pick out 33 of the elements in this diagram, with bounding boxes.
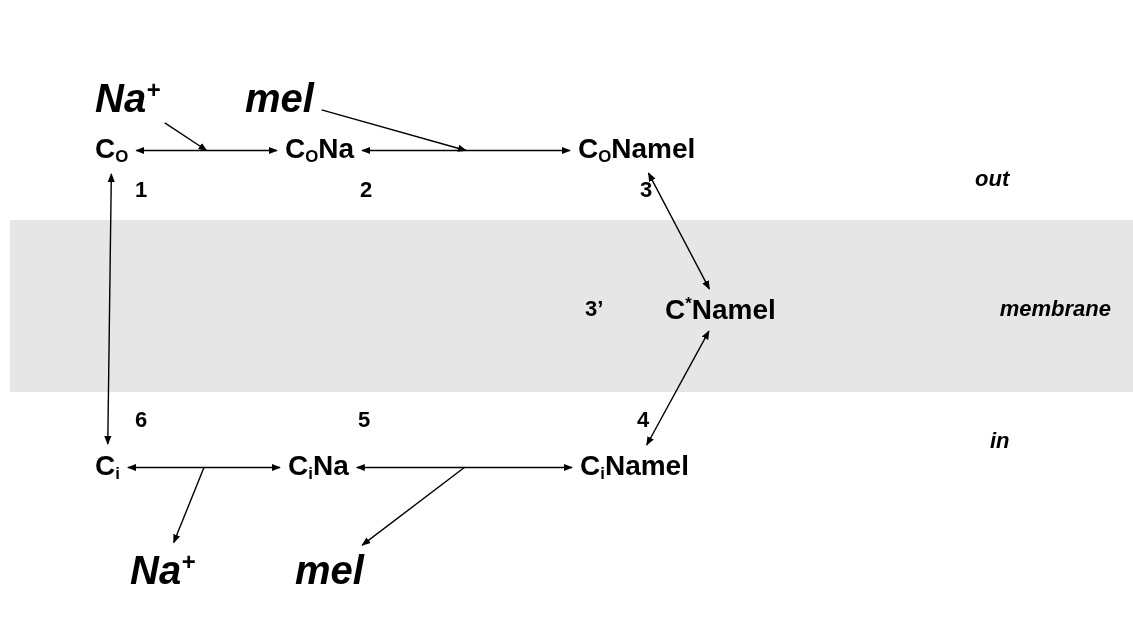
state-number: 6 bbox=[135, 409, 148, 431]
ion-label: Na$^{+}$ bbox=[130, 550, 196, 591]
double-arrow bbox=[135, 146, 278, 155]
double-arrow bbox=[646, 330, 710, 446]
region-label: in bbox=[990, 430, 1010, 452]
region-label: membrane bbox=[999, 298, 1111, 320]
state-label: C$_{O}$ bbox=[95, 135, 129, 166]
state-label: C$_{O}$Na bbox=[285, 135, 355, 166]
double-arrow bbox=[647, 172, 711, 290]
state-number: 5 bbox=[358, 409, 371, 431]
leader-arrow bbox=[173, 466, 205, 544]
state-label: C$_{i}$Namel bbox=[580, 452, 689, 483]
state-label: C$_{O}$Namel bbox=[578, 135, 696, 166]
substrate-label: mel bbox=[295, 550, 364, 590]
double-arrow bbox=[355, 463, 573, 472]
membrane-band bbox=[10, 220, 1133, 392]
double-arrow bbox=[361, 146, 571, 155]
leader-arrow bbox=[361, 466, 466, 546]
state-label: C$_{i}$ bbox=[95, 452, 120, 483]
state-label: C$_{i}$Na bbox=[288, 452, 349, 483]
state-label: C$^{*}$Namel bbox=[665, 296, 776, 325]
state-number: 1 bbox=[135, 179, 148, 201]
leader-arrow bbox=[164, 122, 208, 152]
region-label: out bbox=[975, 168, 1010, 190]
state-number: 3’ bbox=[585, 298, 604, 320]
ion-label: Na$^{+}$ bbox=[95, 78, 161, 119]
double-arrow bbox=[127, 463, 281, 472]
state-number: 2 bbox=[360, 179, 373, 201]
substrate-label: mel bbox=[245, 78, 314, 118]
double-arrow bbox=[104, 173, 115, 445]
state-number: 4 bbox=[637, 409, 650, 431]
state-number: 3 bbox=[640, 179, 653, 201]
leader-arrow bbox=[320, 109, 467, 152]
